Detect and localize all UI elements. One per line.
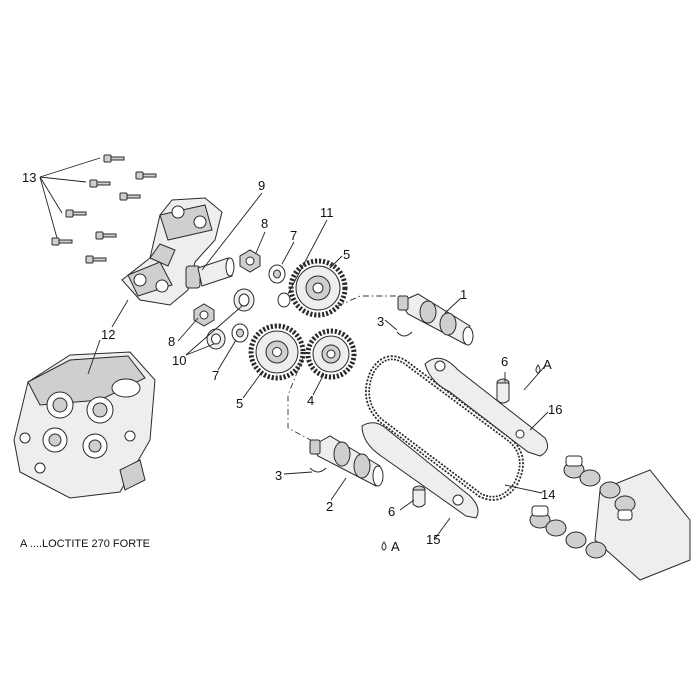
callout-7-lower: 7 [212, 368, 219, 383]
callout-12: 12 [101, 327, 115, 342]
pin-6-upper [496, 378, 510, 404]
callout-5-lower: 5 [236, 396, 243, 411]
nut-8-upper [239, 249, 261, 273]
leader-lines [39, 157, 549, 541]
o-ring-11 [277, 292, 291, 308]
callout-A-lower: A [391, 539, 400, 554]
callout-6-lower: 6 [388, 504, 395, 519]
nut-8-lower [193, 303, 215, 327]
callout-11: 11 [320, 205, 334, 220]
axis-line-upper [337, 295, 405, 307]
loctite-legend-note: A ....LOCTITE 270 FORTE [20, 538, 151, 550]
callout-6-upper: 6 [501, 354, 508, 369]
clip-3-lower [309, 467, 327, 473]
timing-chain-14 [365, 355, 524, 501]
gear-5-upper [288, 258, 348, 318]
callout-14: 14 [541, 487, 555, 502]
bolt-set-13 [51, 154, 157, 264]
callout-13: 13 [22, 170, 36, 185]
bearing-10-lower [206, 328, 226, 350]
callout-5-upper: 5 [343, 247, 350, 262]
tensioner-slider-16 [424, 357, 549, 457]
callout-16: 16 [548, 402, 562, 417]
callout-3-upper: 3 [377, 314, 384, 329]
bearing-10-upper [233, 288, 255, 312]
chain-guide-15 [361, 422, 479, 519]
pin-6-lower [412, 485, 426, 508]
gear-5-lower [248, 323, 306, 381]
camshaft-1 [397, 293, 474, 346]
clip-3-upper [396, 331, 413, 337]
callout-9: 9 [258, 178, 265, 193]
callout-15: 15 [426, 532, 440, 547]
callout-3-lower: 3 [275, 468, 282, 483]
loctite-drop-icon [381, 541, 387, 551]
callout-8-upper: 8 [261, 216, 268, 231]
callout-2: 2 [326, 499, 333, 514]
gear-4 [305, 328, 357, 380]
cylinder-head [13, 351, 156, 499]
callout-8-lower: 8 [168, 334, 175, 349]
camshaft-2 [309, 435, 384, 487]
callout-7-upper: 7 [290, 228, 297, 243]
valve-train-assembly [529, 455, 691, 581]
camshaft-support-12 [121, 197, 223, 306]
callout-10: 10 [172, 353, 186, 368]
callout-1: 1 [460, 287, 467, 302]
washer-7-upper [268, 264, 286, 284]
callout-4: 4 [307, 393, 314, 408]
loctite-drop-icon [535, 364, 541, 374]
idler-shaft-9 [185, 257, 235, 289]
washer-7-lower [231, 323, 249, 343]
axis-line-lower [287, 357, 321, 446]
callout-A-upper: A [543, 357, 552, 372]
